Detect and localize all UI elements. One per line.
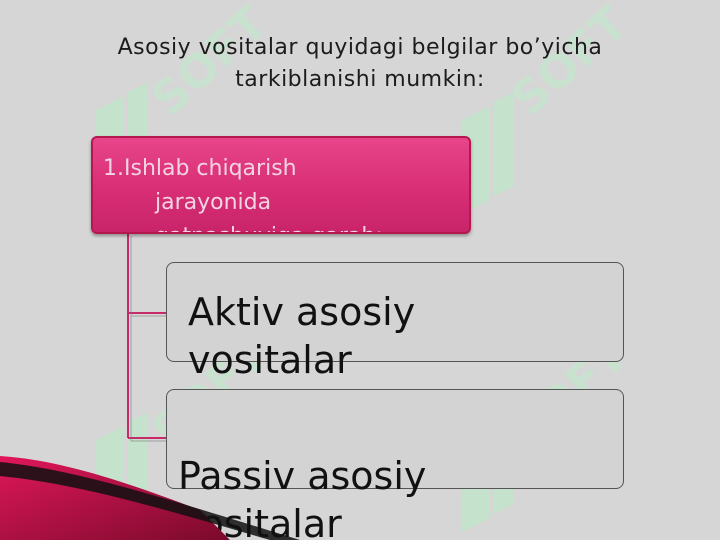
child-box-active (166, 262, 624, 362)
category-line-3: qatnashuviga qarab: (103, 220, 403, 232)
category-line-1: 1.Ishlab chiqarish (103, 156, 297, 181)
category-line-2: jarayonida (155, 190, 272, 215)
category-label: 1.Ishlab chiqarish jarayonida qatnashuvi… (103, 152, 403, 232)
child-text-active: Aktiv asosiy vositalar (188, 288, 415, 384)
title-line-2: tarkiblanishi mumkin: (235, 67, 485, 92)
child-passive-line-1: Passiv asosiy (178, 454, 427, 498)
slide-title: Asosiy vositalar quyidagi belgilar bo’yi… (40, 32, 680, 96)
title-line-1: Asosiy vositalar quyidagi belgilar bo’yi… (117, 35, 603, 60)
child-box-passive (166, 389, 624, 489)
child-active-line-2: vositalar (188, 338, 352, 382)
child-active-line-1: Aktiv asosiy (188, 290, 416, 334)
category-box: 1.Ishlab chiqarish jarayonida qatnashuvi… (91, 136, 471, 234)
